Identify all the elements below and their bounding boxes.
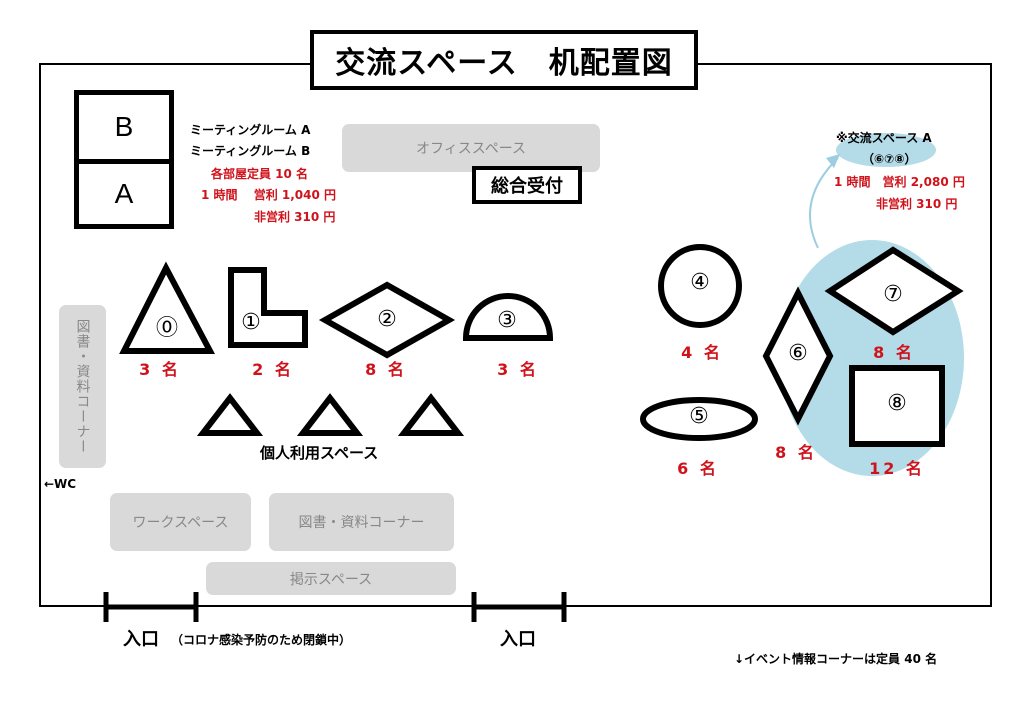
- personal-desk-2: [296, 393, 364, 436]
- exchange-a-title: ※交流スペース A: [836, 131, 932, 145]
- personal-space-label: 個人利用スペース: [260, 444, 379, 462]
- entrance-right-mark: [471, 592, 567, 622]
- table-3-label: ③: [497, 308, 517, 333]
- exchange-a-nonprofit: 非営利 310 円: [876, 197, 958, 211]
- table-0-count: 3 名: [139, 360, 181, 379]
- meeting-room-a-name: ミーティングルーム A: [190, 123, 311, 137]
- exchange-area-arrow: [809, 157, 839, 249]
- personal-desk-1: [196, 393, 264, 436]
- meeting-room-b-name: ミーティングルーム B: [190, 144, 311, 158]
- entrance-left-note: （コロナ感染予防のため閉鎖中）: [171, 633, 352, 647]
- meeting-room-b: B: [79, 95, 169, 164]
- reception: 総合受付: [472, 166, 582, 204]
- table-6-label: ⑥: [788, 341, 808, 366]
- table-7-label: ⑦: [883, 282, 903, 307]
- table-6-shape: [762, 286, 834, 426]
- library-corner: 図書・資料コーナー: [269, 493, 454, 551]
- table-1-label: ①: [241, 310, 261, 335]
- exchange-area-a-label-bg: [836, 133, 936, 167]
- meeting-room-info: ミーティングルーム A ミーティングルーム B: [190, 120, 310, 162]
- meeting-room-price: 1 時間 営利 1,040 円: [201, 188, 337, 202]
- table-4-count: 4 名: [681, 343, 723, 362]
- notice-space: 掲示スペース: [206, 562, 456, 595]
- table-5-shape: [640, 397, 758, 441]
- office-space: オフィススペース: [342, 124, 600, 172]
- table-4-shape: [658, 244, 742, 328]
- table-8-count: 12 名: [869, 459, 925, 478]
- exchange-area-arrowhead: [826, 154, 840, 168]
- table-4-label: ④: [690, 270, 710, 295]
- table-8-shape: [849, 365, 945, 447]
- meeting-room-a: A: [114, 178, 134, 209]
- entrance-right-label: 入口: [500, 629, 536, 650]
- table-7-count: 8 名: [873, 343, 915, 362]
- table-1-shape: [228, 267, 308, 348]
- library-corner-vertical-label: 図書・資料コーナー: [74, 319, 91, 454]
- wc-label: ←WC: [44, 477, 77, 491]
- library-corner-vertical: 図書・資料コーナー: [59, 305, 106, 468]
- work-space: ワークスペース: [110, 493, 251, 551]
- table-2-label: ②: [377, 307, 397, 332]
- table-5-count: 6 名: [677, 459, 719, 478]
- table-5-label: ⑤: [689, 404, 709, 429]
- table-6-count: 8 名: [775, 443, 817, 462]
- table-0-label: ⓪: [155, 316, 178, 341]
- table-0-shape: [119, 261, 215, 354]
- table-2-shape: [318, 281, 456, 359]
- table-2-count: 8 名: [365, 360, 407, 379]
- footer-note: ↓イベント情報コーナーは定員 40 名: [734, 652, 938, 666]
- entrance-left-label: 入口: [123, 629, 159, 650]
- table-8-label: ⑧: [887, 391, 907, 416]
- table-7-shape: [824, 246, 964, 336]
- exchange-a-price: 1 時間 営利 2,080 円: [834, 175, 965, 189]
- personal-desk-3: [397, 393, 465, 436]
- table-1-count: 2 名: [252, 360, 294, 379]
- meeting-room-nonprofit: 非営利 310 円: [254, 210, 336, 224]
- table-3-count: 3 名: [497, 360, 539, 379]
- exchange-a-members: （⑥⑦⑧）: [862, 152, 917, 166]
- meeting-room-capacity: 各部屋定員 10 名: [211, 167, 309, 181]
- table-3-shape: [462, 293, 554, 341]
- page-title: 交流スペース 机配置図: [310, 30, 698, 90]
- meeting-room-box: B A: [74, 90, 174, 229]
- entrance-left-mark: [103, 592, 199, 622]
